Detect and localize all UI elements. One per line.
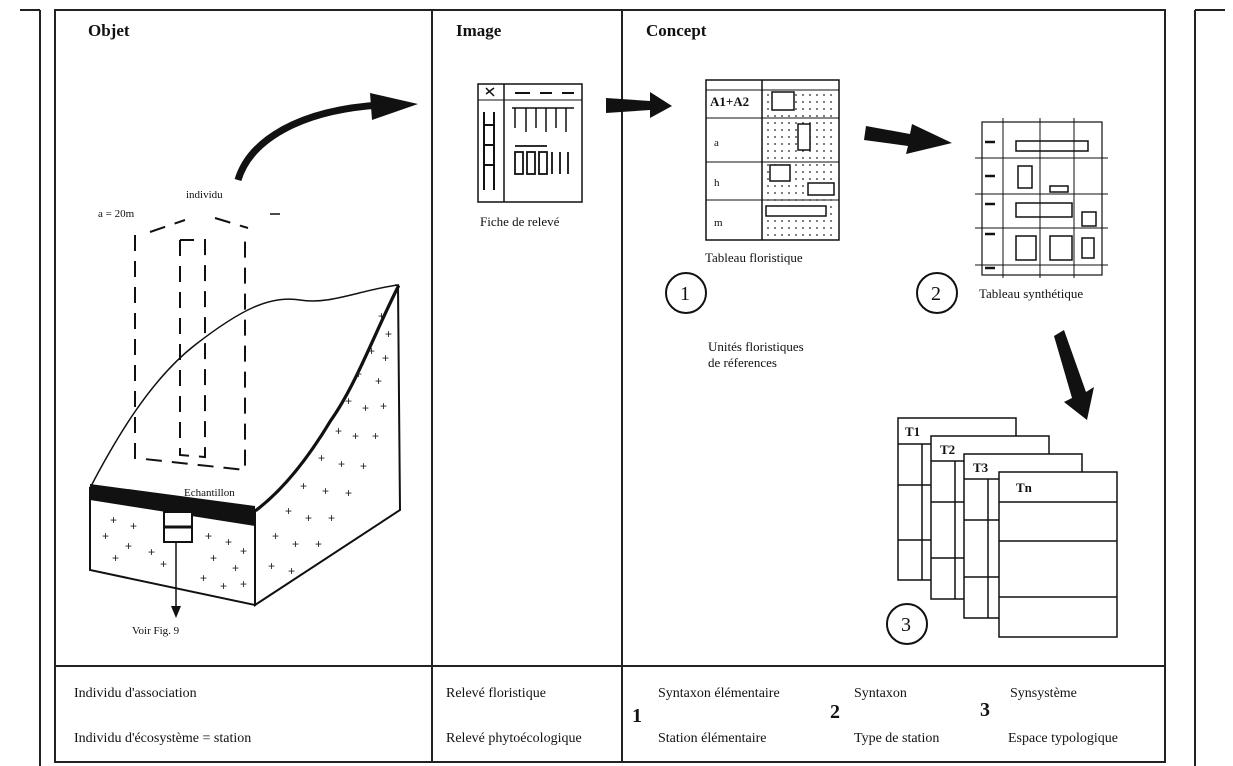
row-label-m: m <box>714 217 723 229</box>
svg-text:+: + <box>200 571 207 585</box>
card-label-t3: T3 <box>973 460 989 475</box>
svg-text:+: + <box>315 537 322 551</box>
label-tableau-floristique: Tableau floristique <box>705 250 803 265</box>
footer-image-line2: Relevé phytoécologique <box>446 731 582 746</box>
step-circle-1-number: 1 <box>680 283 690 305</box>
footer-objet-line1: Individu d'association <box>74 686 197 701</box>
typology-cards <box>897 417 1118 638</box>
svg-text:+: + <box>322 484 329 498</box>
label-dimension: a = 20m <box>98 208 135 220</box>
row-label-h: h <box>714 177 720 189</box>
svg-text:+: + <box>285 504 292 518</box>
footer-n2-line2: Type de station <box>854 731 939 746</box>
step-circle-2 <box>916 272 958 314</box>
card-label-tn: Tn <box>1016 480 1033 495</box>
svg-text:+: + <box>130 519 137 533</box>
card-tn <box>998 471 1118 638</box>
label-unites-line1: Unités floristiques <box>708 339 804 354</box>
label-unites-line2: de réferences <box>708 355 777 370</box>
svg-text:+: + <box>268 559 275 573</box>
svg-text:+: + <box>368 344 375 358</box>
svg-text:+: + <box>360 459 367 473</box>
label-echantillon: Echantillon <box>184 487 235 499</box>
soil-plus-marks: +++ +++ +++ +++ +++ +++ +++ +++ +++ +++ … <box>102 309 392 593</box>
svg-text:+: + <box>380 399 387 413</box>
svg-text:+: + <box>205 529 212 543</box>
curved-arrow <box>234 101 381 182</box>
svg-text:+: + <box>288 564 295 578</box>
svg-text:+: + <box>225 535 232 549</box>
sampling-columns <box>134 217 249 472</box>
step-circle-2-number: 2 <box>931 283 941 305</box>
svg-text:+: + <box>160 557 167 571</box>
svg-text:+: + <box>372 429 379 443</box>
step-circle-3 <box>886 603 928 645</box>
step-circle-3-number: 3 <box>901 614 911 636</box>
svg-text:+: + <box>382 351 389 365</box>
svg-text:+: + <box>210 551 217 565</box>
svg-text:+: + <box>240 577 247 591</box>
fiche-de-releve-sheet <box>477 83 583 203</box>
column-header-objet: Objet <box>88 21 130 40</box>
label-tableau-synthetique: Tableau synthétique <box>979 286 1083 301</box>
card-label-t1: T1 <box>905 424 920 439</box>
tableau-floristique <box>705 79 840 241</box>
landscape-block: +++ +++ +++ +++ +++ +++ +++ +++ +++ +++ … <box>88 283 402 618</box>
svg-text:+: + <box>385 327 392 341</box>
svg-text:+: + <box>232 561 239 575</box>
arrow-to-tableau-synthetique <box>864 124 952 154</box>
svg-text:+: + <box>125 539 132 553</box>
footer-number-2: 2 <box>830 701 840 723</box>
svg-text:+: + <box>220 579 227 593</box>
footer-number-1: 1 <box>632 705 642 727</box>
svg-text:+: + <box>345 486 352 500</box>
column-header-image: Image <box>456 21 502 40</box>
figure-frame <box>20 9 1225 766</box>
svg-text:+: + <box>300 479 307 493</box>
row-label-a1a2: A1+A2 <box>710 94 749 109</box>
footer-n2-line1: Syntaxon <box>854 686 907 701</box>
svg-text:+: + <box>378 309 385 323</box>
footer-n3-line2: Espace typologique <box>1008 731 1118 746</box>
svg-text:+: + <box>352 429 359 443</box>
svg-text:+: + <box>305 511 312 525</box>
footer-n1-line1: Syntaxon élémentaire <box>658 686 780 701</box>
svg-text:+: + <box>362 401 369 415</box>
footer-number-3: 3 <box>980 699 990 721</box>
step-circle-1 <box>665 272 707 314</box>
svg-text:+: + <box>272 529 279 543</box>
svg-text:+: + <box>328 511 335 525</box>
card-label-t2: T2 <box>940 442 955 457</box>
arrow-to-cards <box>1054 330 1094 420</box>
label-individu: individu <box>186 189 223 201</box>
svg-text:+: + <box>335 424 342 438</box>
svg-text:+: + <box>375 374 382 388</box>
footer-image-line1: Relevé floristique <box>446 686 546 701</box>
footer-n1-line2: Station élémentaire <box>658 731 766 746</box>
footer-n3-line1: Synsystème <box>1010 686 1077 701</box>
svg-text:+: + <box>112 551 119 565</box>
svg-text:+: + <box>345 394 352 408</box>
footer-objet-line2: Individu d'écosystème = station <box>74 731 251 746</box>
svg-text:+: + <box>102 529 109 543</box>
arrow-image-to-concept <box>606 92 672 118</box>
svg-text:+: + <box>338 457 345 471</box>
label-voir-fig: Voir Fig. 9 <box>132 625 180 637</box>
column-header-concept: Concept <box>646 21 707 40</box>
svg-text:+: + <box>292 537 299 551</box>
svg-text:+: + <box>110 513 117 527</box>
svg-text:+: + <box>318 451 325 465</box>
row-label-a: a <box>714 137 719 149</box>
svg-text:+: + <box>355 367 362 381</box>
svg-text:+: + <box>240 544 247 558</box>
label-fiche-de-releve: Fiche de relevé <box>480 214 560 229</box>
svg-text:+: + <box>148 545 155 559</box>
tableau-synthetique <box>975 118 1108 278</box>
